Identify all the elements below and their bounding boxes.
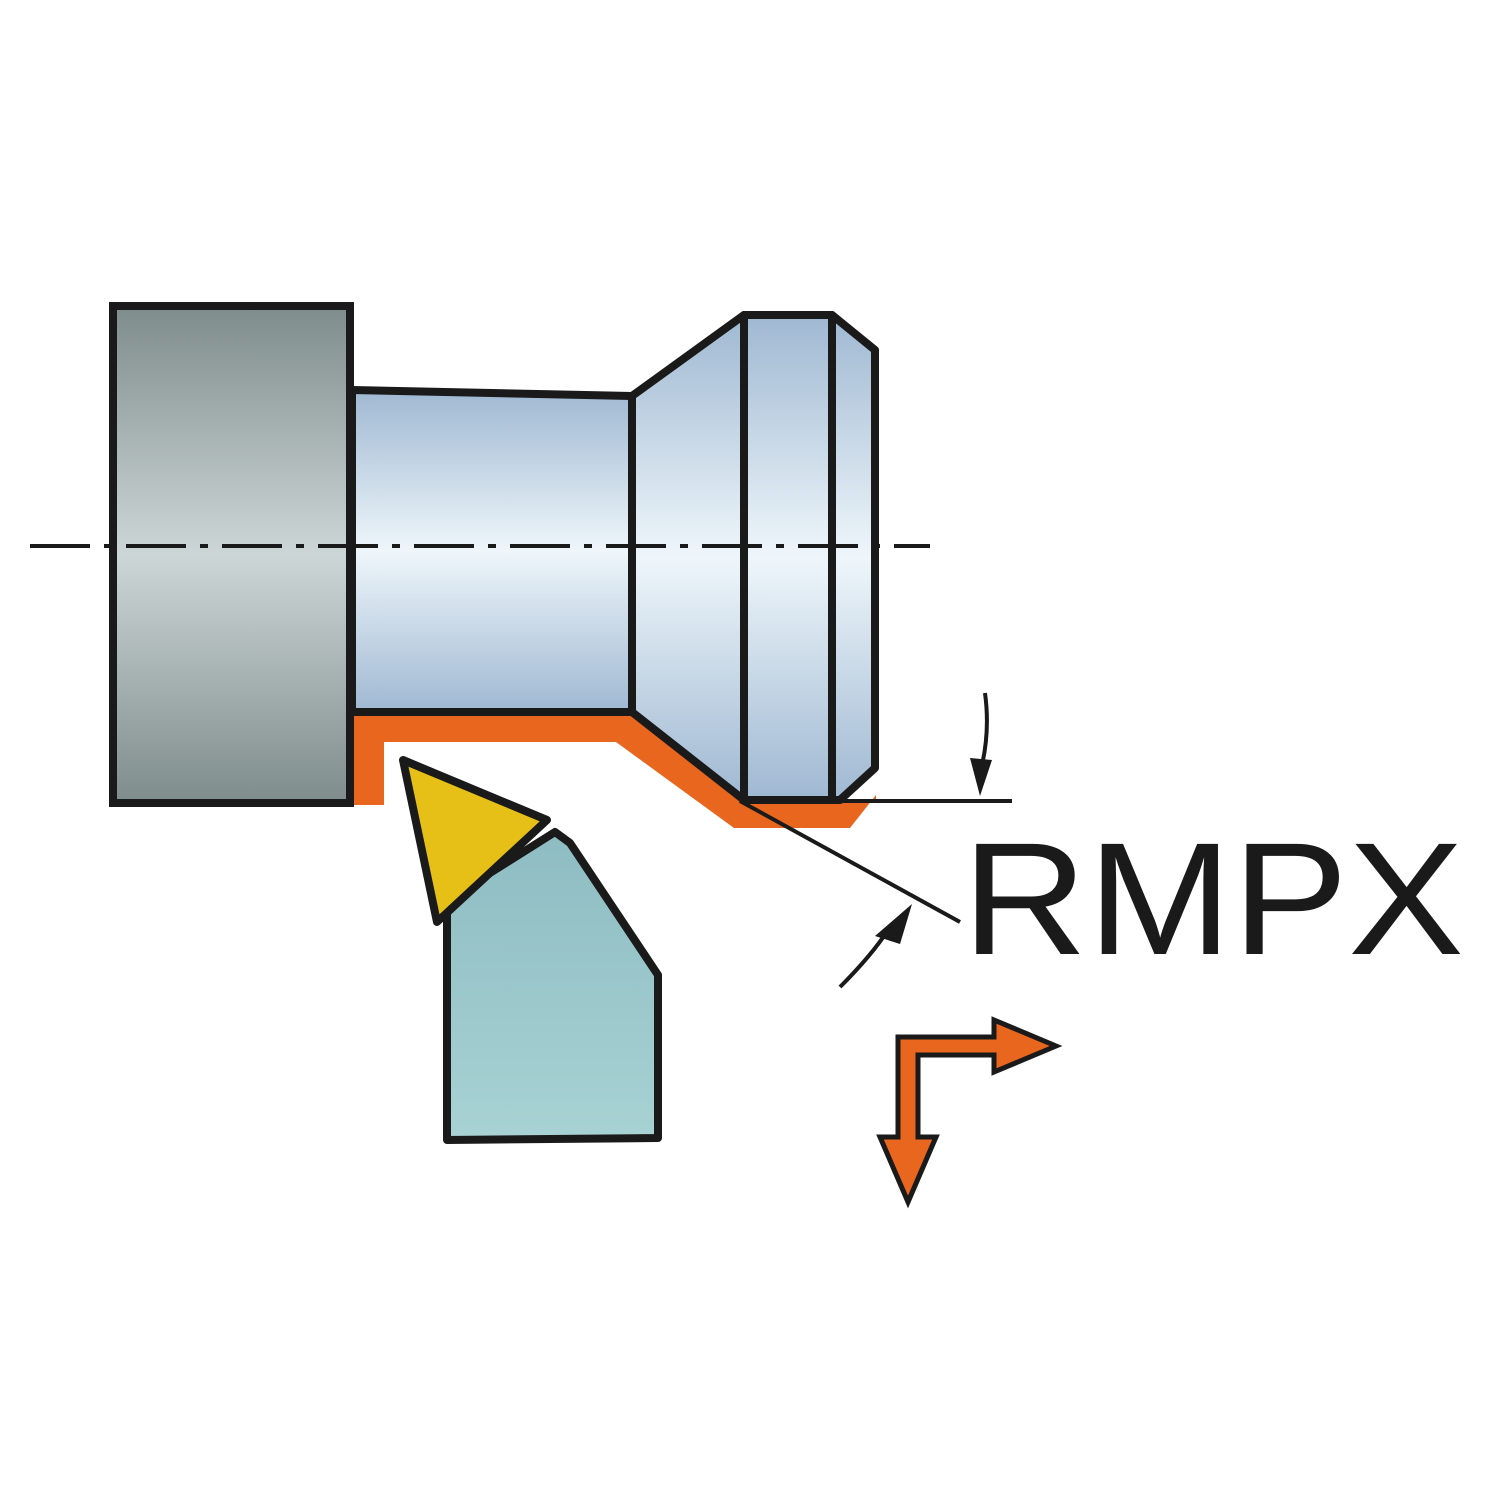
curved-arrow-icon <box>970 692 992 796</box>
tool-holder <box>443 828 662 1144</box>
workpiece-end-chamfer <box>828 311 879 804</box>
chuck-block <box>109 302 354 807</box>
machined-profile <box>352 713 876 828</box>
reference-line-angle <box>739 799 961 924</box>
cutting-insert <box>399 756 551 926</box>
designation-label: RMPX <box>962 809 1464 988</box>
workpiece-collar <box>740 311 836 804</box>
curved-arrow-icon <box>838 904 912 989</box>
corner-arrows-icon <box>876 1016 1063 1209</box>
workpiece-cylinder <box>348 386 636 716</box>
workpiece-cone <box>628 311 748 804</box>
